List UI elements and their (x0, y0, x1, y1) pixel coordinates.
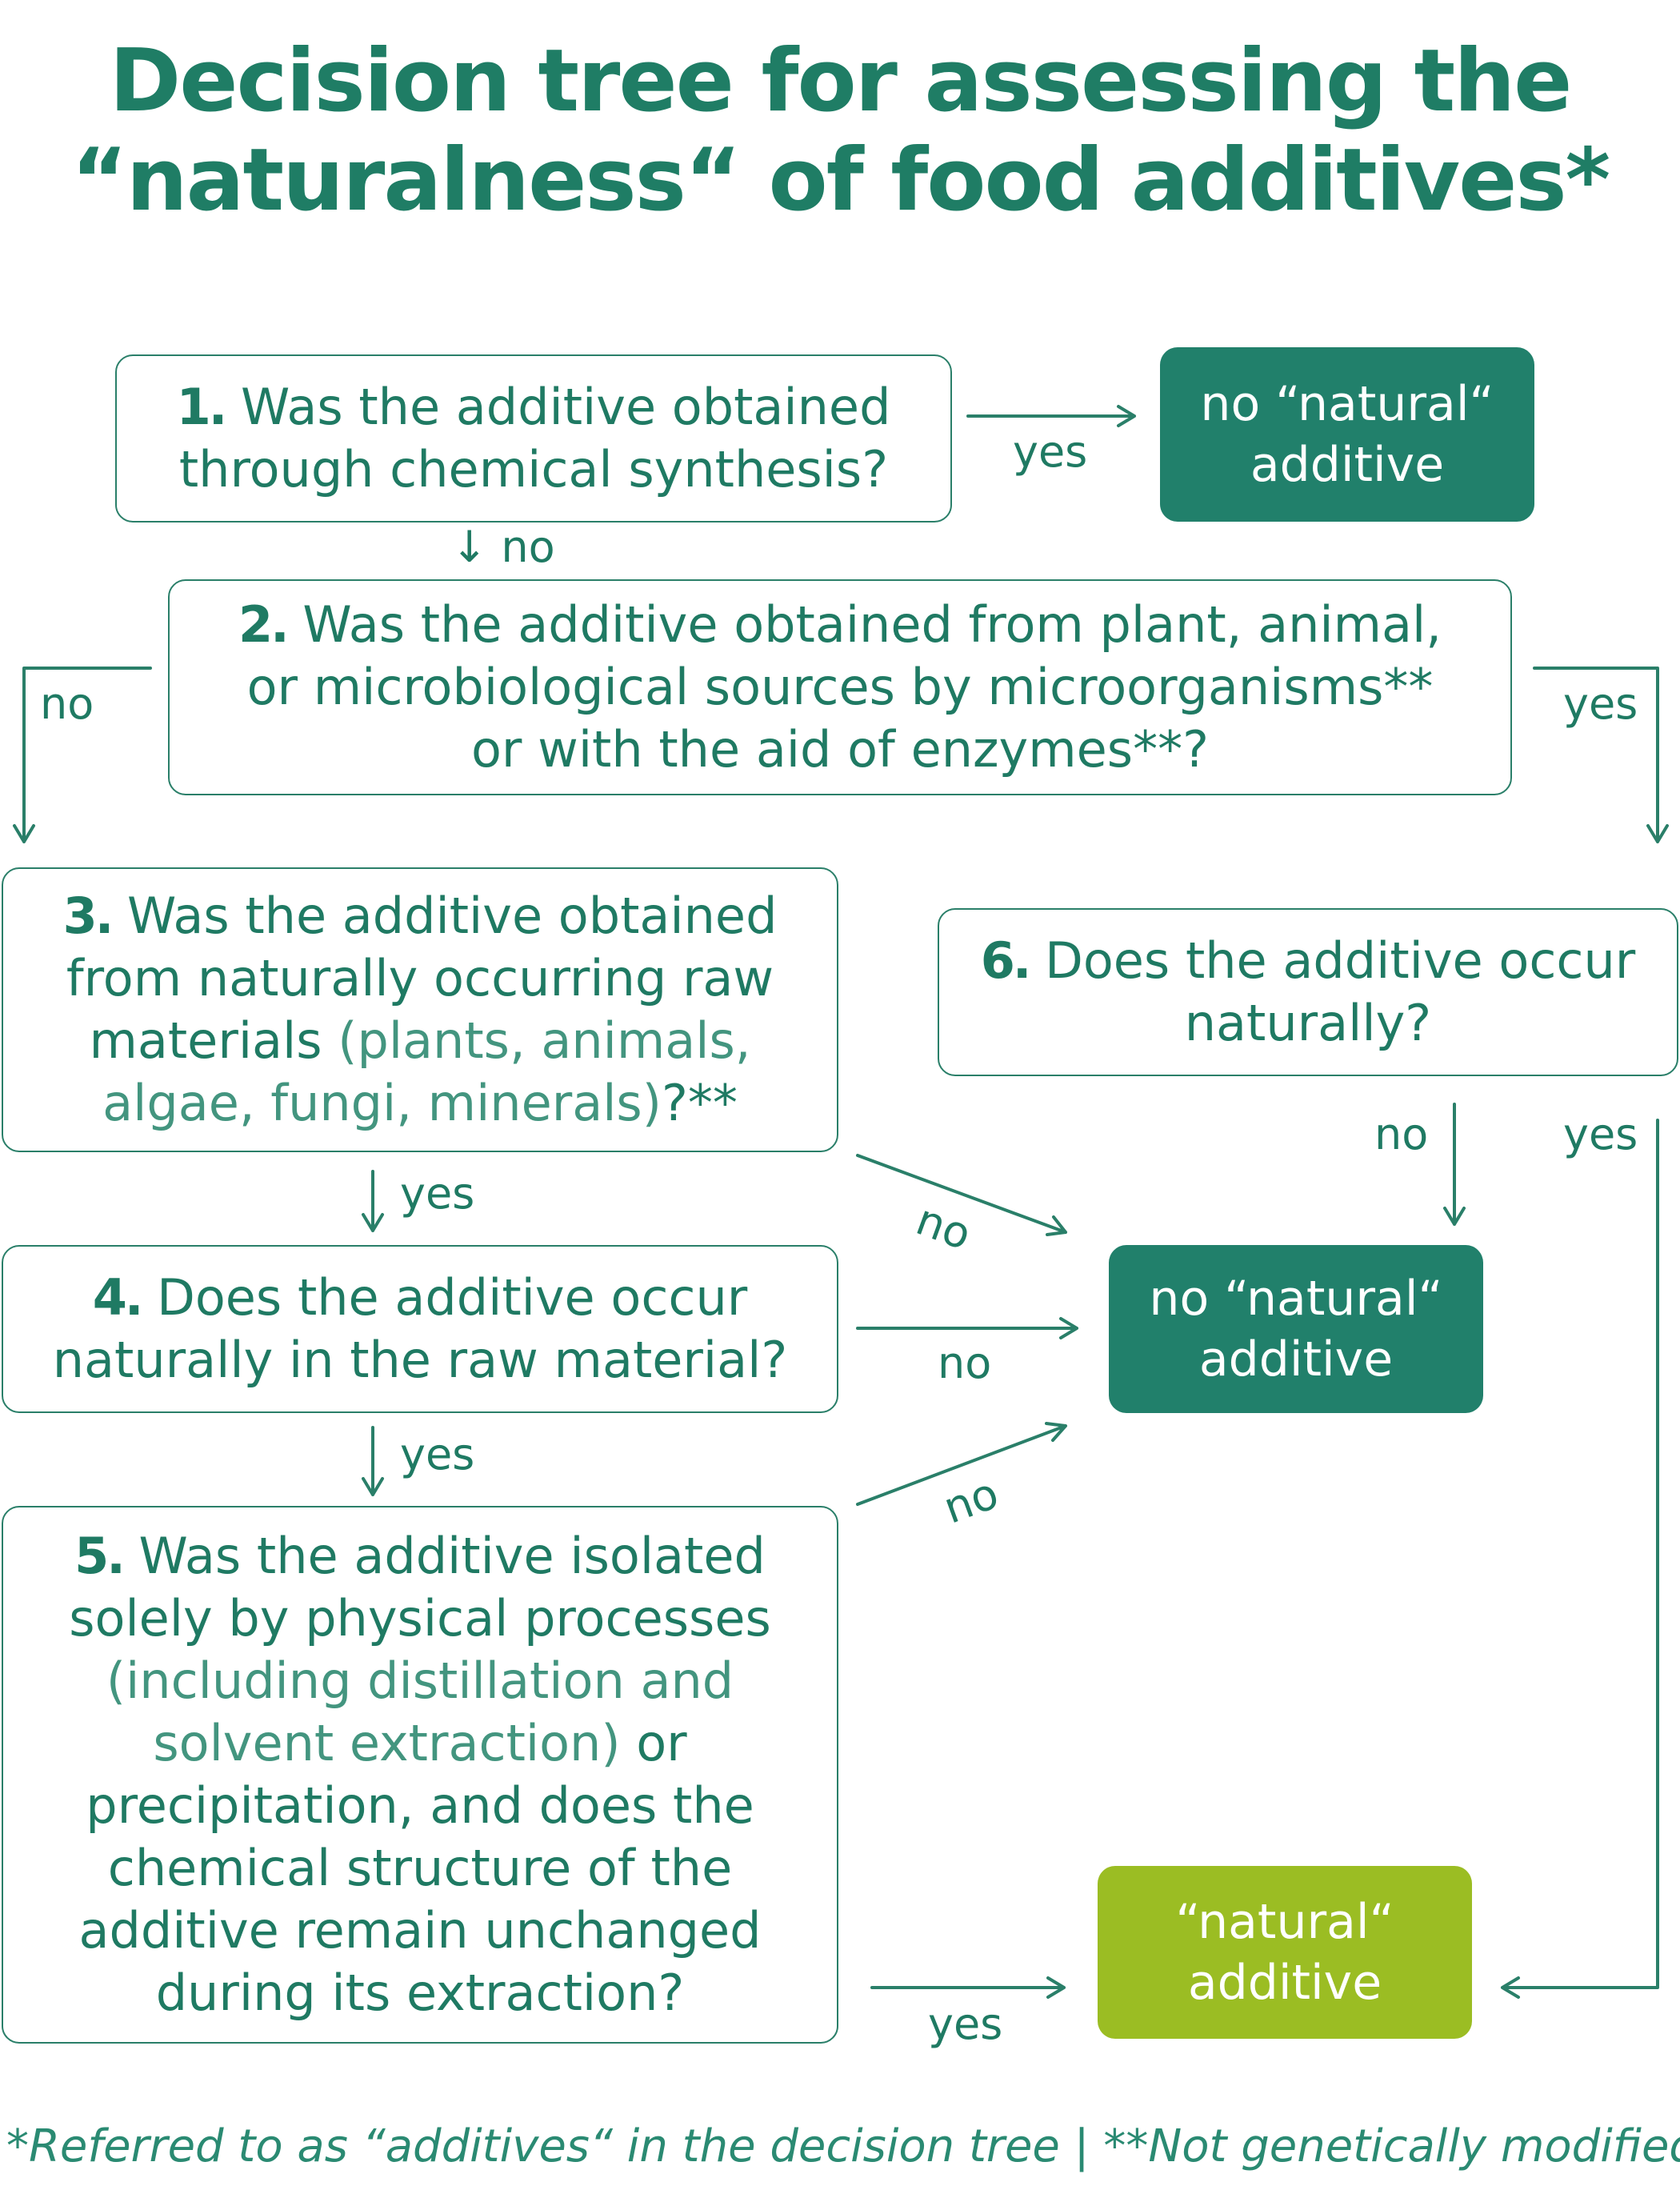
question-3-text-c-light: (plants, animals, (322, 1011, 751, 1070)
question-3-text-d-bold: ?** (661, 1074, 738, 1132)
result-no-natural-2: no “natural“ additive (1109, 1245, 1483, 1413)
question-1-number: 1. (176, 378, 228, 436)
label-q2-no: no (40, 679, 94, 729)
title-line-1: Decision tree for assessing the (109, 31, 1573, 131)
question-5-text-g: additive remain unchanged (78, 1901, 762, 1960)
label-q3-yes: yes (400, 1168, 475, 1219)
label-q6-yes: yes (1563, 1109, 1638, 1159)
question-4-number: 4. (92, 1268, 144, 1327)
label-q1-no: ↓ no (451, 522, 555, 572)
question-2-text-c: or with the aid of enzymes**? (470, 720, 1209, 779)
arrow-q6-yes (1501, 1119, 1659, 1999)
question-6-number: 6. (980, 931, 1032, 990)
result-no-natural-2-line-b: additive (1198, 1331, 1394, 1387)
label-q6-no: no (1374, 1109, 1429, 1159)
arrow-q6-no (1443, 1103, 1466, 1226)
question-5-text-a: Was the additive isolated (138, 1527, 766, 1585)
question-3-text-c-bold: materials (89, 1011, 322, 1070)
question-5-text-d-bold: or (620, 1714, 687, 1772)
question-3-number: 3. (62, 887, 114, 945)
arrow-q1-yes (966, 405, 1136, 427)
question-2-text-b: or microbiological sources by microorgan… (246, 658, 1434, 716)
question-3-text-b: from naturally occurring raw (66, 949, 774, 1007)
question-3-box: 3. Was the additive obtained from natura… (2, 867, 838, 1152)
result-no-natural-1: no “natural“ additive (1160, 347, 1534, 522)
arrow-q2-yes (1533, 667, 1669, 843)
question-1-box: 1. Was the additive obtained through che… (115, 354, 952, 522)
result-no-natural-1-line-a: no “natural“ (1200, 376, 1494, 432)
question-5-text-b: solely by physical processes (69, 1589, 771, 1648)
title-line-2: “naturalness“ of food additives* (70, 130, 1610, 230)
result-no-natural-2-line-a: no “natural“ (1149, 1271, 1443, 1327)
label-q2-yes: yes (1563, 679, 1638, 729)
result-no-natural-1-line-b: additive (1250, 437, 1445, 493)
question-5-number: 5. (74, 1527, 126, 1585)
arrow-q5-no (856, 1422, 1067, 1506)
question-2-text-a: Was the additive obtained from plant, an… (302, 595, 1442, 654)
question-5-box: 5. Was the additive isolated solely by p… (2, 1506, 838, 2044)
label-q4-no: no (938, 1338, 992, 1388)
question-1-text-b: through chemical synthesis? (178, 440, 889, 498)
question-1-text-a: Was the additive obtained (241, 378, 891, 436)
question-5-text-d-light: solvent extraction) (153, 1714, 621, 1772)
arrow-q4-no (856, 1317, 1078, 1339)
question-5-text-f: chemical structure of the (107, 1839, 733, 1897)
result-natural: “natural“ additive (1098, 1866, 1472, 2039)
arrow-q3-yes (362, 1170, 384, 1232)
page-title: Decision tree for assessing the “natural… (0, 32, 1680, 230)
question-2-box: 2. Was the additive obtained from plant,… (168, 579, 1512, 795)
question-3-text-a: Was the additive obtained (127, 887, 778, 945)
question-4-box: 4. Does the additive occur naturally in … (2, 1245, 838, 1413)
question-5-text-h: during its extraction? (155, 1964, 685, 2022)
question-2-number: 2. (238, 595, 290, 654)
footnote: *Referred to as “additives“ in the decis… (6, 2120, 1680, 2172)
question-6-text-b: naturally? (1184, 994, 1432, 1052)
arrow-q2-no (13, 667, 152, 843)
question-6-box: 6. Does the additive occur naturally? (938, 908, 1678, 1076)
question-3-text-d-light: algae, fungi, minerals) (102, 1074, 662, 1132)
result-natural-line-a: “natural“ (1175, 1894, 1394, 1950)
arrow-q3-no (856, 1154, 1067, 1236)
question-4-text-a: Does the additive occur (157, 1268, 748, 1327)
result-natural-line-b: additive (1187, 1955, 1382, 2011)
label-q5-yes: yes (928, 1999, 1003, 2049)
arrow-q4-yes (362, 1426, 384, 1496)
question-5-text-e: precipitation, and does the (86, 1776, 754, 1835)
question-6-text-a: Does the additive occur (1045, 931, 1636, 990)
question-5-text-c: (including distillation and (106, 1652, 734, 1710)
question-4-text-b: naturally in the raw material? (52, 1331, 788, 1389)
arrow-q5-yes (870, 1976, 1066, 1999)
label-q4-yes: yes (400, 1429, 475, 1479)
label-q1-yes: yes (1013, 426, 1088, 477)
